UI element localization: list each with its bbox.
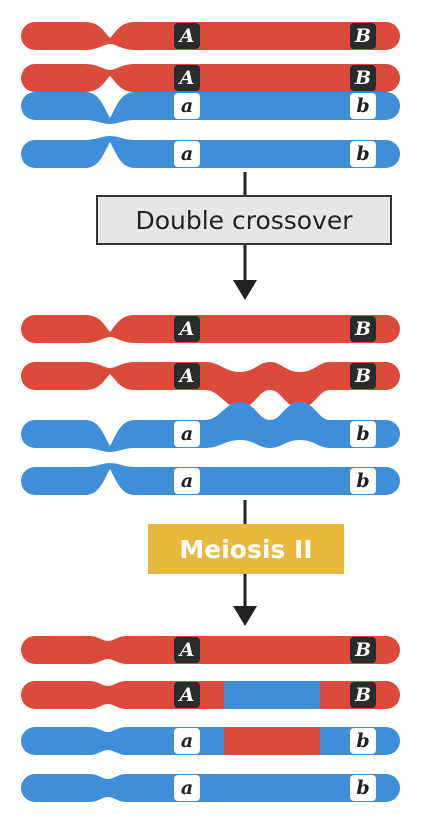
chromatid-2-4 [21, 463, 400, 495]
svg-text:a: a [181, 470, 193, 492]
step-label-double-crossover: Double crossover [135, 206, 353, 235]
svg-text:b: b [356, 423, 369, 445]
svg-text:A: A [178, 684, 195, 706]
chromatid-3-4 [21, 774, 400, 802]
allele-label-3-4-gene1: a [174, 775, 200, 801]
svg-text:A: A [178, 67, 195, 89]
allele-label-2-4-gene1: a [174, 468, 200, 494]
svg-text:b: b [356, 470, 369, 492]
allele-label-2-3-gene1: a [174, 421, 200, 447]
chromatid-3-1 [21, 636, 400, 664]
chromatid-3-3 [21, 727, 400, 755]
step-box-meiosis-ii: Meiosis II [148, 524, 344, 574]
chromatid-1-1 [21, 22, 400, 50]
svg-text:b: b [356, 95, 369, 117]
svg-text:A: A [178, 318, 195, 340]
svg-text:a: a [181, 730, 193, 752]
chromatid-2-2 [21, 362, 400, 408]
allele-label-3-1-gene2: B [350, 637, 376, 663]
allele-label-3-2-gene2: B [350, 682, 376, 708]
svg-text:a: a [181, 423, 193, 445]
chromatid-1-3 [21, 92, 400, 124]
svg-text:B: B [354, 25, 371, 47]
svg-text:B: B [354, 67, 371, 89]
svg-text:a: a [181, 95, 193, 117]
svg-text:B: B [354, 639, 371, 661]
allele-label-2-3-gene2: b [350, 421, 376, 447]
svg-text:B: B [354, 365, 371, 387]
svg-text:a: a [181, 143, 193, 165]
svg-text:B: B [354, 684, 371, 706]
svg-text:a: a [181, 777, 193, 799]
allele-label-1-1-gene2: B [350, 23, 376, 49]
chromatid-3-2-middle-segment [224, 681, 320, 709]
chromatid-2-3 [21, 402, 400, 452]
allele-label-3-4-gene2: b [350, 775, 376, 801]
svg-text:A: A [178, 365, 195, 387]
stage-after-meiosis-ii: A B A B a b a b [21, 636, 400, 802]
arrow-2 [233, 500, 257, 626]
chromatid-1-2 [21, 64, 400, 92]
step-label-meiosis-ii: Meiosis II [179, 535, 312, 564]
chromatid-2-1 [21, 315, 400, 343]
allele-label-1-2-gene2: B [350, 65, 376, 91]
allele-label-3-3-gene2: b [350, 728, 376, 754]
allele-label-1-3-gene2: b [350, 93, 376, 119]
allele-label-2-2-gene1: A [174, 363, 200, 389]
svg-text:b: b [356, 143, 369, 165]
allele-label-2-2-gene2: B [350, 363, 376, 389]
allele-label-3-3-gene1: a [174, 728, 200, 754]
step-box-double-crossover: Double crossover [96, 195, 392, 245]
chromatid-3-3-middle-segment [224, 727, 320, 755]
svg-text:b: b [356, 730, 369, 752]
allele-label-1-4-gene2: b [350, 141, 376, 167]
allele-label-1-1-gene1: A [174, 23, 200, 49]
allele-label-1-2-gene1: A [174, 65, 200, 91]
svg-text:b: b [356, 777, 369, 799]
chromatid-1-4 [21, 136, 400, 168]
allele-label-3-2-gene1: A [174, 682, 200, 708]
svg-text:B: B [354, 318, 371, 340]
allele-label-2-4-gene2: b [350, 468, 376, 494]
allele-label-2-1-gene1: A [174, 316, 200, 342]
chromatid-3-2 [21, 681, 400, 709]
svg-text:A: A [178, 639, 195, 661]
arrow-1 [233, 172, 257, 300]
stage-after-crossover: A B A B a b a b [21, 315, 400, 495]
allele-label-1-4-gene1: a [174, 141, 200, 167]
allele-label-2-1-gene2: B [350, 316, 376, 342]
stage-before-crossover: A B A B a b a b [21, 22, 400, 168]
allele-label-1-3-gene1: a [174, 93, 200, 119]
svg-text:A: A [178, 25, 195, 47]
allele-label-3-1-gene1: A [174, 637, 200, 663]
